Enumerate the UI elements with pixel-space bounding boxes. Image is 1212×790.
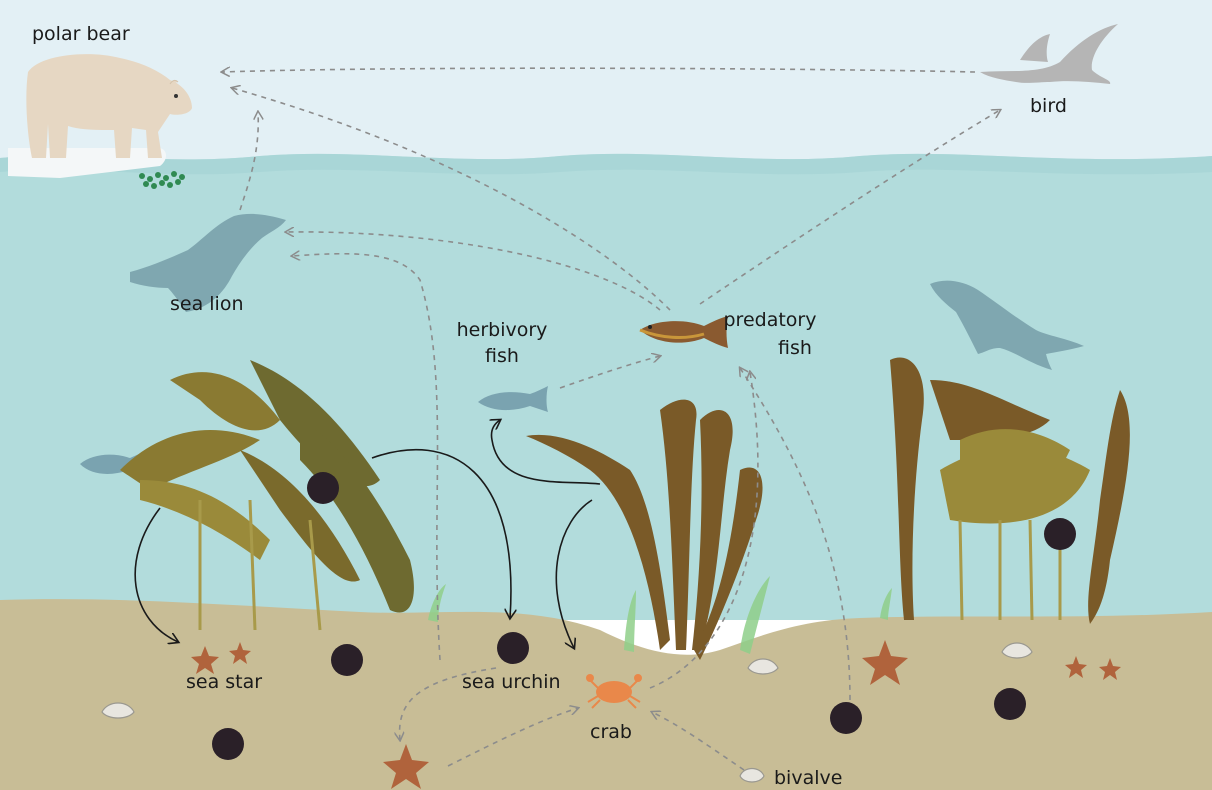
label-predatory-fish-line1: predatory	[724, 309, 817, 331]
label-predatory-fish-line2: fish	[778, 337, 812, 359]
label-herbivory-fish-line1: herbivory	[457, 319, 548, 341]
label-herbivory-fish-line2: fish	[485, 345, 519, 367]
label-crab: crab	[590, 721, 632, 743]
label-bivalve: bivalve	[774, 767, 842, 789]
label-sea-lion: sea lion	[170, 293, 244, 315]
label-sea-urchin: sea urchin	[462, 671, 561, 693]
label-bird: bird	[1030, 95, 1067, 117]
label-polar-bear: polar bear	[32, 23, 130, 45]
label-sea-star: sea star	[186, 671, 262, 693]
